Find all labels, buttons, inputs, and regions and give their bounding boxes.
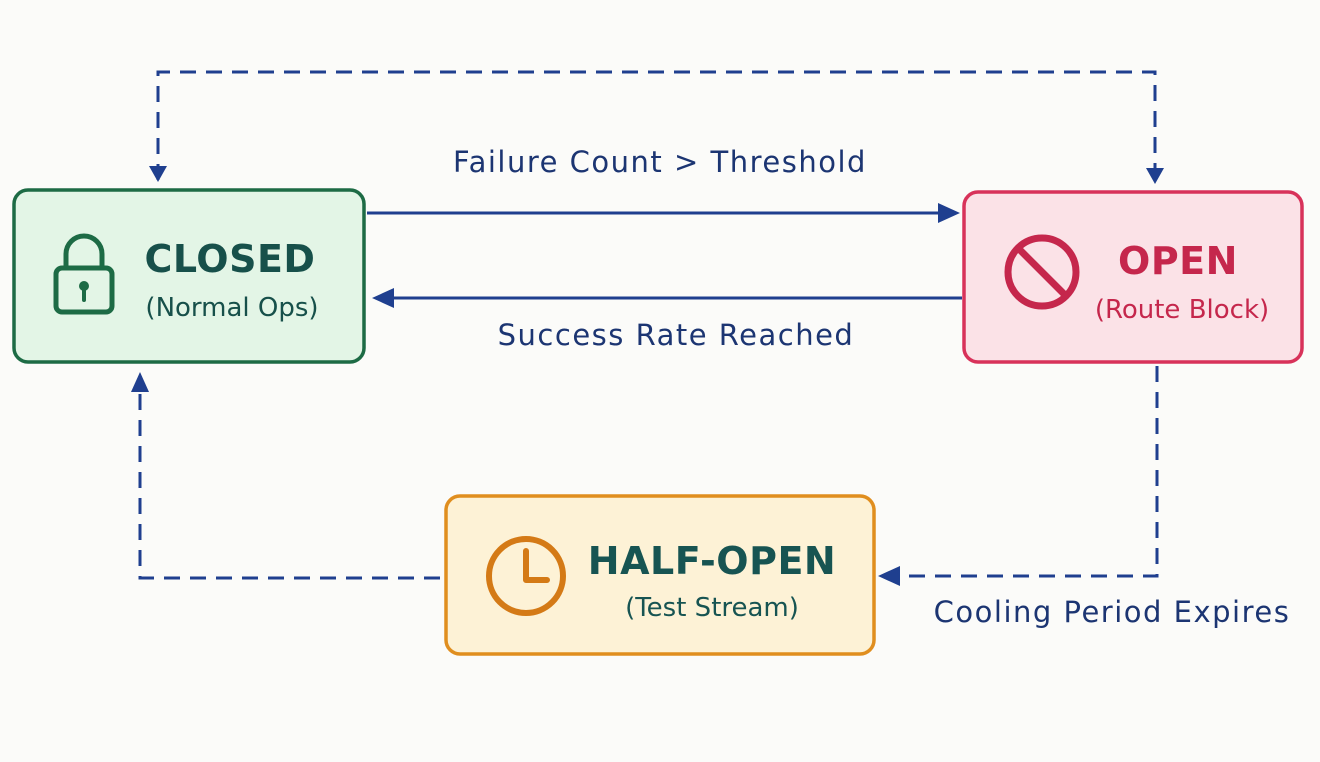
edge-label-open-to-closed: Success Rate Reached bbox=[498, 318, 855, 352]
no-entry-icon bbox=[1004, 234, 1080, 310]
top-loop-arrowhead-open bbox=[1146, 168, 1164, 184]
edge-half-open-to-closed bbox=[131, 372, 440, 580]
lock-icon bbox=[53, 233, 115, 315]
state-open-title: OPEN bbox=[1118, 239, 1238, 283]
state-closed-title: CLOSED bbox=[145, 237, 316, 281]
state-half-open: HALF-OPEN (Test Stream) bbox=[444, 494, 876, 656]
edge-open-to-closed: Success Rate Reached bbox=[372, 288, 962, 352]
closed-to-open-arrowhead bbox=[938, 203, 960, 223]
edge-closed-to-open: Failure Count > Threshold bbox=[367, 145, 960, 223]
open-to-closed-arrowhead bbox=[372, 288, 394, 308]
half-open-to-closed-arrowhead bbox=[131, 372, 149, 392]
half-open-to-closed-line bbox=[138, 388, 440, 580]
top-loop-line bbox=[156, 70, 1157, 182]
top-loop-edge bbox=[149, 70, 1164, 184]
state-half-open-box bbox=[444, 494, 876, 656]
edge-label-open-to-half-open: Cooling Period Expires bbox=[934, 595, 1291, 629]
state-closed-subtitle: (Normal Ops) bbox=[145, 293, 318, 323]
state-open-box bbox=[962, 190, 1304, 364]
edge-open-to-half-open: Cooling Period Expires bbox=[878, 366, 1291, 629]
open-to-half-open-arrowhead bbox=[878, 566, 900, 586]
clock-icon bbox=[486, 536, 566, 616]
open-to-half-open-line bbox=[892, 366, 1159, 578]
state-half-open-title: HALF-OPEN bbox=[588, 539, 836, 583]
state-open-subtitle: (Route Block) bbox=[1095, 295, 1269, 325]
edge-label-closed-to-open: Failure Count > Threshold bbox=[453, 145, 867, 179]
state-closed-box bbox=[12, 188, 366, 364]
top-loop-arrowhead-closed bbox=[149, 166, 167, 182]
state-open: OPEN (Route Block) bbox=[962, 190, 1304, 364]
state-closed: CLOSED (Normal Ops) bbox=[12, 188, 366, 364]
state-half-open-subtitle: (Test Stream) bbox=[625, 593, 799, 623]
